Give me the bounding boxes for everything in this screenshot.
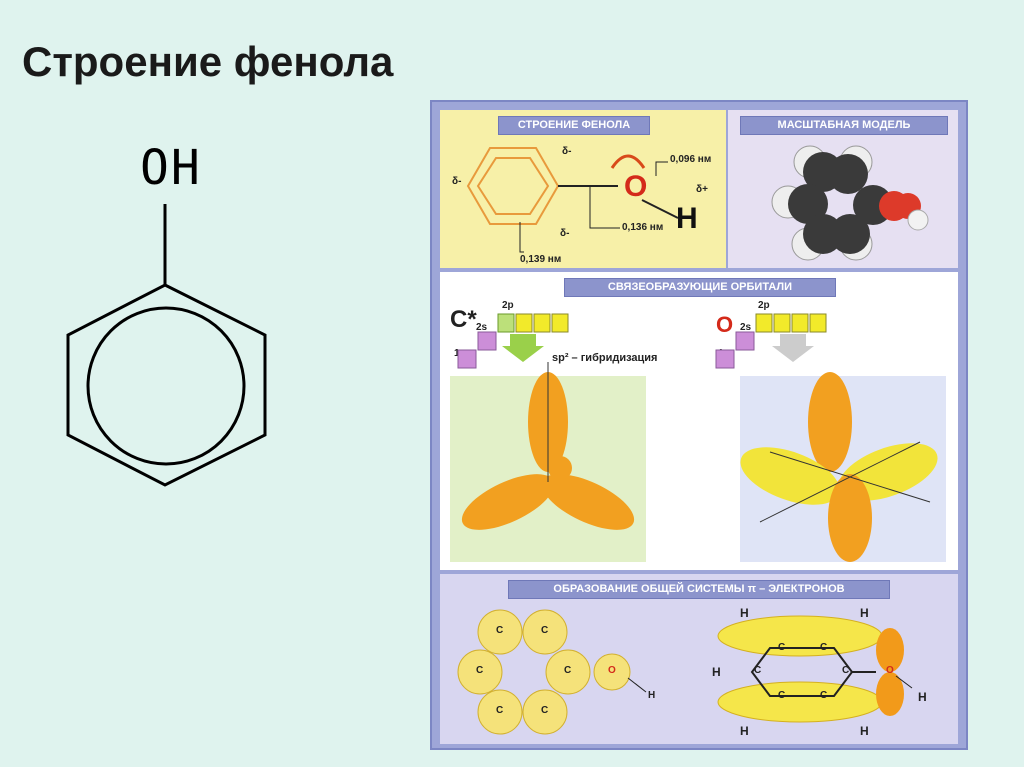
ring-diagram (466, 147, 679, 253)
bonding-orbitals-panel: СВЯЗЕОБРАЗУЮЩИЕ ОРБИТАЛИ C* O 2p 2s 1s 2… (440, 272, 958, 570)
level-2p-label: 2p (758, 300, 770, 311)
carbon-label: C (564, 665, 572, 676)
carbon-label: C (496, 625, 504, 636)
level-2s-label: 2s (476, 322, 488, 333)
carbon-label: C (476, 665, 484, 676)
hydrogen-label: H (712, 665, 721, 679)
carbon-label: C (496, 705, 504, 716)
hydrogen-label: H (860, 724, 869, 738)
pi-system-panel: ОБРАЗОВАНИЕ ОБЩЕЙ СИСТЕМЫ π – ЭЛЕКТРОНОВ… (440, 574, 958, 744)
hydrogen-label: H (740, 606, 749, 620)
pi-orbital-diagrams (457, 609, 913, 735)
delta-minus-label: δ- (562, 146, 572, 157)
orbital-illustrations (450, 313, 946, 562)
phenol-structural-formula: OH (40, 140, 300, 510)
structure-header: СТРОЕНИЕ ФЕНОЛА (498, 116, 650, 135)
hydrogen-label: H (918, 690, 927, 704)
hydrogen-label: H (860, 606, 869, 620)
level-2s-label: 2s (740, 322, 752, 333)
level-2p-label: 2p (502, 300, 514, 311)
scale-model-panel: МАСШТАБНАЯ МОДЕЛЬ (728, 110, 958, 268)
benzene-ring (66, 204, 267, 487)
oxygen-label: O (886, 665, 894, 676)
phenol-poster: СТРОЕНИЕ ФЕНОЛА δ- δ- δ- δ+ O H 0,096 нм… (430, 100, 968, 750)
carbon-label: C (820, 690, 828, 701)
carbon-label: C (842, 665, 850, 676)
oxygen-atom: O (624, 170, 648, 203)
delta-plus-label: δ+ (696, 184, 708, 195)
bond-length-cc: 0,139 нм (520, 254, 562, 265)
carbon-label: C (541, 625, 549, 636)
carbon-label: C (820, 642, 828, 653)
hydrogen-label: H (648, 690, 656, 701)
delta-minus-label: δ- (452, 176, 462, 187)
bond-length-co: 0,136 нм (622, 222, 664, 233)
carbon-label: C (541, 705, 549, 716)
scale-model-header: МАСШТАБНАЯ МОДЕЛЬ (740, 116, 948, 135)
oxygen-symbol: O (716, 312, 734, 337)
carbon-label: C (778, 690, 786, 701)
hydrogen-atom: H (676, 202, 698, 235)
hybridization-label: sp² – гибридизация (552, 352, 658, 364)
carbon-symbol: C* (450, 306, 477, 333)
bond-length-oh: 0,096 нм (670, 154, 712, 165)
pi-system-header: ОБРАЗОВАНИЕ ОБЩЕЙ СИСТЕМЫ π – ЭЛЕКТРОНОВ (508, 580, 890, 599)
orbitals-header: СВЯЗЕОБРАЗУЮЩИЕ ОРБИТАЛИ (564, 278, 836, 297)
oxygen-label: O (608, 665, 616, 676)
carbon-label: C (754, 665, 762, 676)
slide-title: Строение фенола (22, 38, 394, 85)
space-filling-model (771, 145, 929, 261)
carbon-label: C (778, 642, 786, 653)
hydroxyl-group-label: OH (140, 140, 202, 196)
hydrogen-label: H (740, 724, 749, 738)
structure-panel: СТРОЕНИЕ ФЕНОЛА δ- δ- δ- δ+ O H 0,096 нм… (440, 110, 726, 268)
delta-minus-label: δ- (560, 228, 570, 239)
